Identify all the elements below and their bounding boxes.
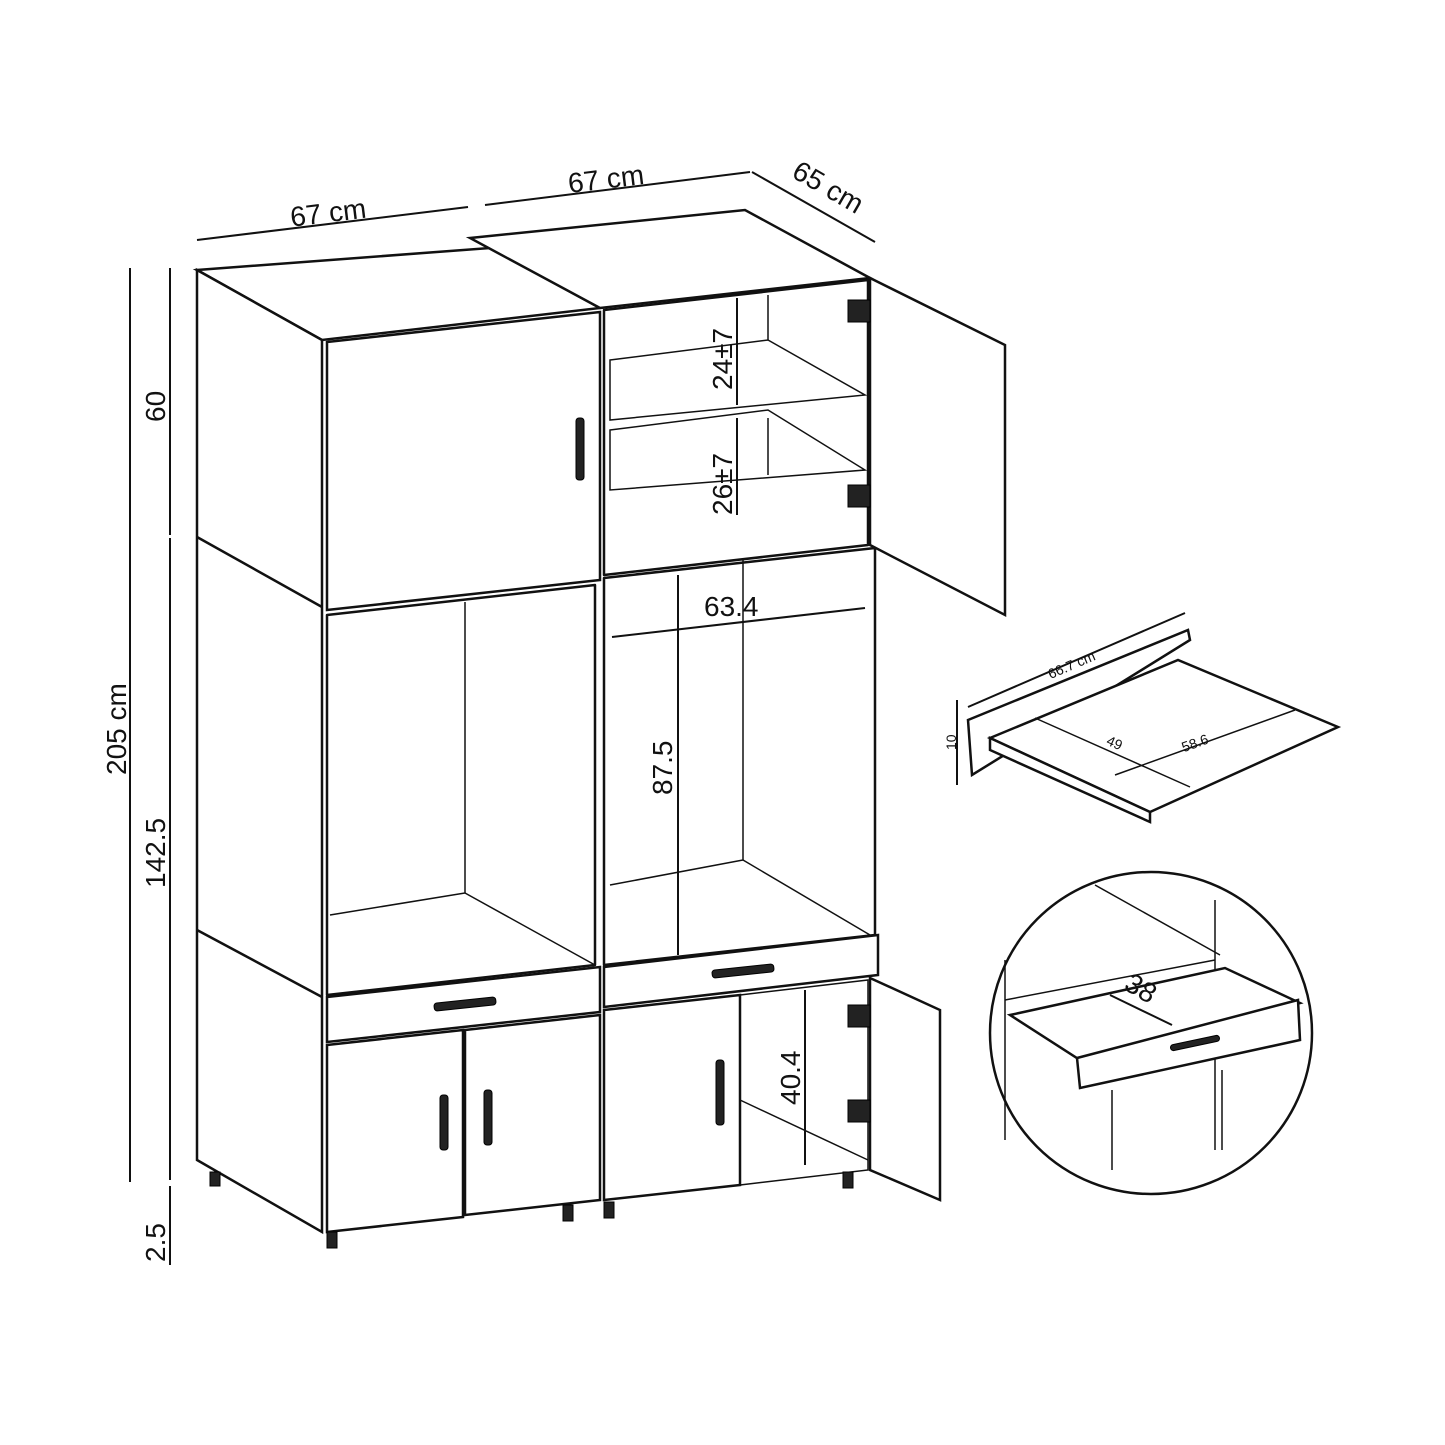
width-left-label: 67 cm [288,193,367,233]
depth-label: 65 cm [787,155,869,220]
bottom-inner-height-label: 40.4 [775,1051,806,1106]
left-cabinet [192,246,605,1249]
upper-right-door-open[interactable] [868,275,1007,618]
inner-height-label: 87.5 [647,741,678,796]
total-height-label: 205 cm [101,683,132,775]
drawer-handle[interactable] [711,963,775,979]
lower-left-door-2[interactable] [463,1013,602,1217]
leg-height-label: 2.5 [140,1223,171,1262]
right-cabinet [465,208,1007,1219]
lower-right-door-open[interactable] [868,976,942,1202]
door-handle[interactable] [575,417,585,481]
shelf-height-label: 10 [943,734,959,750]
upper-left-door[interactable] [325,310,602,612]
lower-height-label: 142.5 [140,818,171,888]
drawer-handle[interactable] [433,996,497,1012]
upper-height-label: 60 [140,391,171,422]
lower-left-door-1[interactable] [325,1028,465,1234]
shelf-depth-label: 49 [1104,732,1125,753]
shelf-upper-label: 24±7 [707,328,738,390]
dimension-lines [129,171,876,1265]
width-right-label: 67 cm [566,159,645,199]
shelf-lower-label: 26±7 [707,453,738,515]
inset-circle [988,870,1314,1196]
drawer-detail-inset: 38 [988,870,1314,1196]
shelf-detail: 66.7 cm 10 49 58.6 [943,612,1342,824]
inner-width-label: 63.4 [704,591,759,622]
